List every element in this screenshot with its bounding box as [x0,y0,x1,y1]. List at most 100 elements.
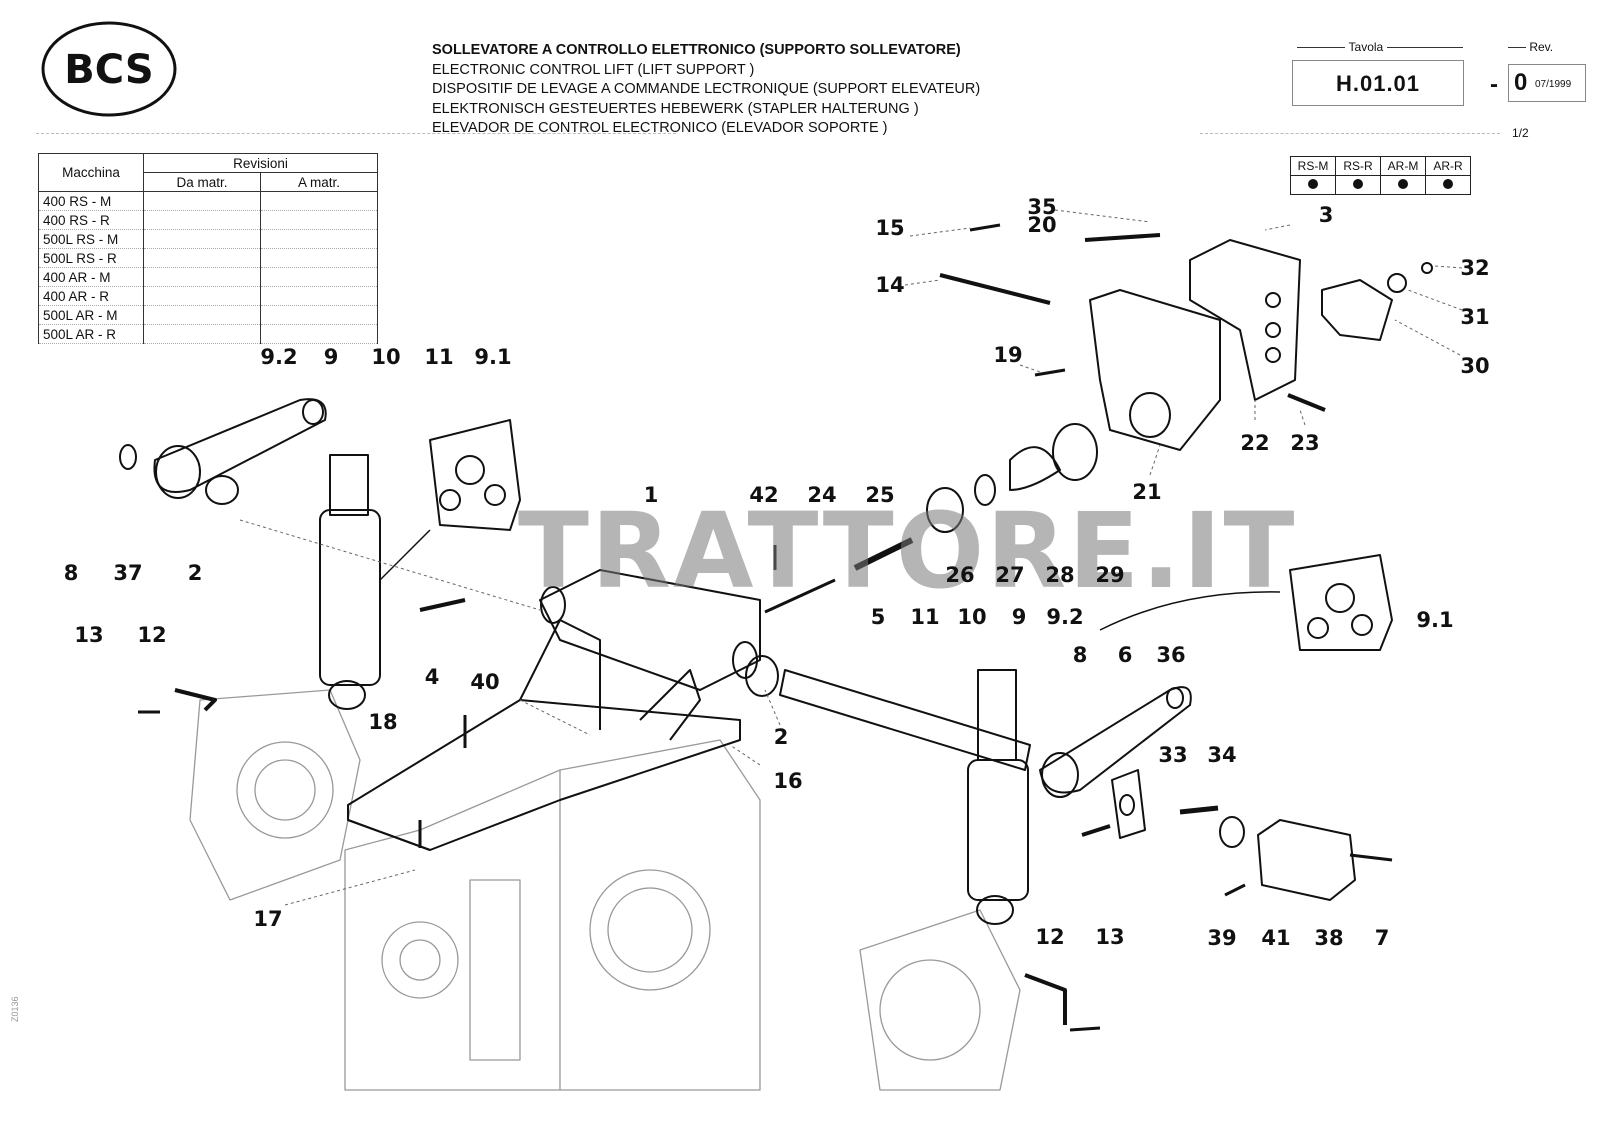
watermark: TRATTORE.IT [518,490,1297,612]
callout-label: 29 [1095,563,1125,587]
tavola-label: Tavola [1290,40,1470,54]
callout-label: 9.1 [1416,608,1454,632]
machine-table: Macchina Revisioni Da matr. A matr. 400 … [38,153,378,344]
callout-label: 25 [865,483,895,507]
callout-label: 15 [875,216,905,240]
table-row: 400 AR - M [38,267,378,287]
rev-label: Rev. [1508,40,1553,54]
callout-label: 12 [137,623,167,647]
callout-label: 9 [1011,605,1027,629]
callout-label: 1 [643,483,659,507]
callout-label: 9 [323,345,339,369]
applies-dot [1308,179,1318,189]
leader-lines [239,209,1463,906]
callout-label: 36 [1156,643,1186,667]
callout-label: 11 [424,345,454,369]
callout-label: 8 [63,561,79,585]
callout-label: 13 [1095,925,1125,949]
callout-label: 6 [1117,643,1133,667]
callout-label: 41 [1261,926,1291,950]
left-cylinder [319,509,381,686]
bolt-25 [853,537,914,571]
bracket-21 [1089,289,1221,451]
machine-name: 500L AR - R [38,324,144,344]
table-row: 500L RS - M [38,229,378,249]
logo-text: BCS [64,47,153,93]
machine-name: 500L RS - R [38,248,144,268]
divider-left [36,133,676,134]
callout-label: 9.1 [474,345,512,369]
applies-dot [1353,179,1363,189]
title-es: ELEVADOR DE CONTROL ELECTRONICO (ELEVADO… [432,120,888,136]
applies-dot [1398,179,1408,189]
gearbox-housing [189,689,1021,1091]
right-cylinder [967,759,1029,901]
rev-value: 0 [1514,69,1528,96]
callout-label: 24 [807,483,837,507]
title-block: SOLLEVATORE A CONTROLLO ELETTRONICO (SUP… [432,41,980,139]
right-lift-arm [1039,686,1192,794]
callout-label: 26 [945,563,975,587]
callout-label: 35 [1027,195,1057,219]
callout-label: 22 [1240,431,1270,455]
callout-label: 13 [74,623,104,647]
rev-box [1508,64,1586,102]
callout-label: 42 [749,483,779,507]
title-fr: DISPOSITIF DE LEVAGE A COMMANDE LECTRONI… [432,81,981,97]
col-macchina: Macchina [38,153,144,192]
callout-label: 10 [957,605,987,629]
callout-label: 30 [1460,354,1490,378]
callout-label: 14 [875,273,905,297]
lift-frame [539,569,761,691]
sensor-30 [1321,279,1393,341]
model-table: RS-M RS-R AR-M AR-R [1290,156,1471,195]
table-row: 400 RS - M [38,191,378,211]
callout-label: 31 [1460,305,1490,329]
callout-label: 20 [1027,213,1057,237]
table-row: 400 AR - R [38,286,378,306]
callout-label: 27 [995,563,1025,587]
callout-label: 5 [870,605,886,629]
page-number: 1/2 [1512,126,1529,140]
callout-label: 8 [1072,643,1088,667]
machine-name: 500L RS - M [38,229,144,249]
callout-label: 9.2 [260,345,298,369]
table-row: 500L AR - R [38,324,378,344]
bracket-22 [1189,239,1301,401]
callout-label: 40 [470,670,500,694]
callout-label: 9.2 [1046,605,1084,629]
callout-label: 21 [1132,480,1162,504]
callout-label: 19 [993,343,1023,367]
lift-shaft [779,669,1031,771]
sensor-38 [1257,819,1356,901]
model-ar-r: AR-R [1425,156,1471,176]
title-it: SOLLEVATORE A CONTROLLO ELETTRONICO (SUP… [432,42,961,58]
callout-label: 4 [424,665,440,689]
callout-label: 32 [1460,256,1490,280]
callout-label: 34 [1207,743,1237,767]
rev-dash: - [1490,71,1498,98]
callout-label: 18 [368,710,398,734]
applies-dot [1443,179,1453,189]
pin-14 [939,273,1051,305]
callout-label: 16 [773,769,803,793]
title-en: ELECTRONIC CONTROL LIFT (LIFT SUPPORT ) [432,61,755,78]
side-code: Z0136 [10,996,20,1022]
rev-date: 07/1999 [1535,79,1572,90]
tavola-value: H.01.01 [1292,60,1464,106]
callout-label: 2 [773,725,789,749]
callout-label: 2 [187,561,203,585]
callout-label: 11 [910,605,940,629]
callout-label: 28 [1045,563,1075,587]
support-plate [347,699,741,851]
valve-block-right [1289,554,1393,651]
callout-label: 7 [1374,926,1390,950]
col-revisioni: Revisioni [143,153,378,173]
title-de: ELEKTRONISCH GESTEUERTES HEBEWERK (STAPL… [432,100,919,117]
spring-28 [1009,446,1061,491]
table-row: 500L AR - M [38,305,378,325]
callout-label: 12 [1035,925,1065,949]
model-rs-m: RS-M [1290,156,1336,176]
callout-label: 33 [1158,743,1188,767]
